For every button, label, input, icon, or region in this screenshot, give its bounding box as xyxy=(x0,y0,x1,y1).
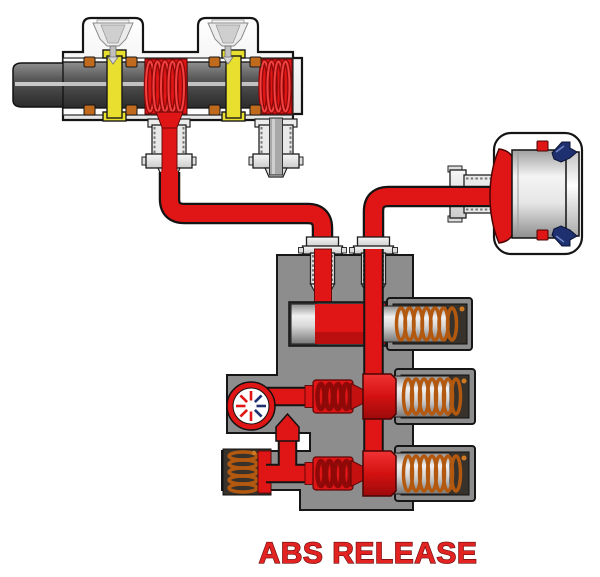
primary-brake-line xyxy=(158,171,334,250)
valve-spring xyxy=(394,306,459,342)
valve-row-2 xyxy=(262,368,476,425)
valve-spring xyxy=(401,454,463,493)
push-rod xyxy=(12,61,261,109)
abs-valve-block xyxy=(221,236,476,511)
cup-seals xyxy=(83,56,262,116)
valve-body xyxy=(362,450,397,497)
valve-spring xyxy=(401,377,463,416)
valve-return-bellows xyxy=(312,379,354,414)
release-passage-tee xyxy=(266,412,316,484)
outlet-port-primary xyxy=(141,111,197,178)
valve-return-bellows xyxy=(312,456,354,491)
end-cap xyxy=(290,303,318,345)
return-spring-secondary xyxy=(258,58,293,115)
valve-body xyxy=(362,373,397,420)
return-spring-primary xyxy=(143,58,188,115)
inlet-fitting-left xyxy=(298,236,347,308)
spring-brake-chamber-front xyxy=(489,140,580,247)
plug-cap xyxy=(275,412,300,442)
outlet-port-secondary xyxy=(248,117,304,178)
valve-row-3 xyxy=(222,412,476,502)
reservoir-valve-right xyxy=(207,19,249,65)
master-cylinder xyxy=(12,16,304,178)
exhaust-port-icon xyxy=(226,381,276,431)
port-tab-top xyxy=(536,140,549,152)
chamber-cylinder xyxy=(511,149,571,239)
chamber-end-ring xyxy=(565,151,580,237)
band-clamp-bottom xyxy=(551,225,578,247)
caption-abs-release: ABS RELEASE xyxy=(259,537,478,570)
delivery-brake-line xyxy=(362,185,497,250)
port-tab-bottom xyxy=(536,229,549,241)
band-clamp-top xyxy=(551,141,578,163)
reservoir-valve-left xyxy=(92,19,134,65)
piston-seal-yellow-secondary xyxy=(221,49,246,122)
hold-off-spring-chamber xyxy=(222,448,272,496)
diaphragm xyxy=(489,148,515,244)
